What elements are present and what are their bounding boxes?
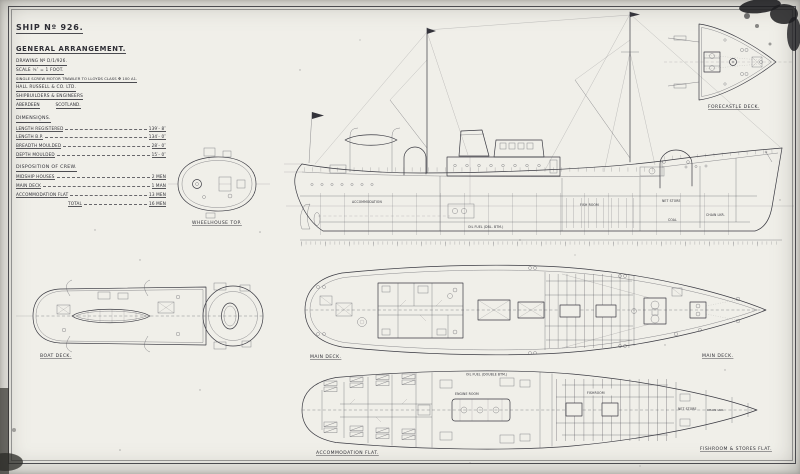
- place-city: ABERDEEN: [16, 102, 40, 110]
- crew-row: MAIN DECK 1 MAN: [16, 183, 166, 190]
- dim-label: DEPTH MOULDED: [16, 152, 55, 159]
- scale-note: SCALE ¼″ = 1 FOOT.: [16, 68, 64, 75]
- crew-value: 16 MEN: [149, 200, 166, 207]
- wheelhouse-top-caption: WHEELHOUSE TOP.: [192, 220, 242, 226]
- dim-label: LENGTH B.P.: [16, 134, 44, 141]
- leader-dots: [84, 202, 148, 205]
- dim-value: 134′- 0″: [148, 134, 166, 141]
- accommodation-flat-caption: ACCOMMODATION FLAT.: [316, 450, 379, 456]
- crew-row: ACCOMMODATION FLAT 13 MEN: [16, 192, 166, 198]
- class-note: SINGLE SCREW MOTOR TRAWLER TO LLOYDS CLA…: [16, 77, 138, 83]
- builder-role: SHIPBUILDERS & ENGINEERS: [16, 93, 84, 101]
- builder-place: ABERDEEN SCOTLAND.: [16, 103, 166, 110]
- forecastle-deck-caption: FORECASTLE DECK.: [708, 104, 760, 110]
- dimension-row: LENGTH REGISTERED 139′- 8″: [16, 126, 166, 132]
- dimension-row: BREADTH MOULDED 28′- 0″: [16, 143, 166, 150]
- chain-locker-label: CHAIN LKR.: [707, 408, 724, 412]
- boat-deck-caption: BOAT DECK.: [40, 353, 72, 359]
- dimensions-heading: DIMENSIONS.: [16, 116, 51, 123]
- profile-accommodation-label: ACCOMMODATION: [352, 200, 382, 204]
- dim-value: 28′- 0″: [151, 143, 166, 150]
- wheelhouse-top-view: WHEELHOUSE TOP.: [168, 147, 270, 226]
- builder-name: HALL RUSSELL & CO. LTD.: [16, 85, 77, 92]
- main-deck-caption-aft: MAIN DECK.: [310, 354, 341, 360]
- crew-value: 2 MEN: [151, 174, 166, 181]
- profile-fish-room-label: FISH ROOM: [580, 203, 599, 207]
- leader-dots: [70, 193, 148, 196]
- lower-flat-view: ENGINE ROOM OIL FUEL (DOUBLE BTM.) FISHR…: [301, 370, 772, 456]
- leader-dots: [56, 175, 150, 179]
- leader-dots: [65, 126, 147, 130]
- main-deck-view: MAIN DECK. MAIN DECK.: [304, 264, 767, 360]
- drawing-title: GENERAL ARRANGEMENT.: [16, 44, 126, 54]
- engine-room-label: ENGINE ROOM: [455, 392, 479, 396]
- dimension-row: LENGTH B.P. 134′- 0″: [16, 134, 166, 141]
- oil-fuel-label: OIL FUEL (DOUBLE BTM.): [466, 373, 507, 377]
- crew-label: TOTAL: [68, 200, 83, 207]
- leader-dots: [45, 135, 147, 139]
- crew-total-row: TOTAL 16 MEN: [16, 201, 166, 207]
- dim-label: BREADTH MOULDED: [16, 143, 62, 150]
- crew-label: ACCOMMODATION FLAT: [16, 191, 69, 198]
- leader-dots: [56, 153, 150, 157]
- profile-oil-fuel-label: OIL FUEL (DBL. BTM.): [468, 225, 503, 229]
- boat-deck-view: BOAT DECK.: [16, 279, 264, 359]
- dim-value: 139′- 8″: [148, 125, 166, 132]
- ship-number: SHIP Nº 926.: [16, 23, 84, 34]
- drawing-number: DRAWING Nº D/1/926.: [16, 59, 68, 66]
- dimension-row: DEPTH MOULDED 15′- 0″: [16, 152, 166, 159]
- crew-label: MAIN DECK: [16, 183, 42, 190]
- crew-heading: DISPOSITION OF CREW.: [16, 165, 77, 172]
- profile-chain-locker-label: CHAIN LKR.: [706, 213, 725, 217]
- crew-value: 13 MEN: [149, 191, 166, 198]
- crew-row: MIDSHIP HOUSES 2 MEN: [16, 174, 166, 181]
- main-deck-caption-fwd: MAIN DECK.: [702, 353, 733, 359]
- dim-label: LENGTH REGISTERED: [16, 125, 64, 132]
- forecastle-deck-view: FORECASTLE DECK.: [664, 23, 792, 110]
- fishroom-flat-caption: FISHROOM & STORES FLAT.: [700, 446, 772, 452]
- profile-elevation-view: ACCOMMODATION FISH ROOM NET STORE COAL C…: [284, 11, 794, 247]
- leader-dots: [63, 144, 150, 148]
- dim-value: 15′- 0″: [151, 152, 166, 159]
- profile-net-store-label: NET STORE: [662, 199, 681, 203]
- crew-label: MIDSHIP HOUSES: [16, 174, 55, 181]
- fishroom-label: FISHROOM: [587, 391, 605, 395]
- place-country: SCOTLAND.: [55, 102, 81, 110]
- net-store-label: NET STORE: [678, 407, 697, 411]
- title-block: SHIP Nº 926. GENERAL ARRANGEMENT. DRAWIN…: [16, 15, 166, 207]
- leader-dots: [43, 184, 150, 188]
- crew-value: 1 MAN: [151, 183, 166, 190]
- profile-coal-label: COAL: [668, 218, 677, 222]
